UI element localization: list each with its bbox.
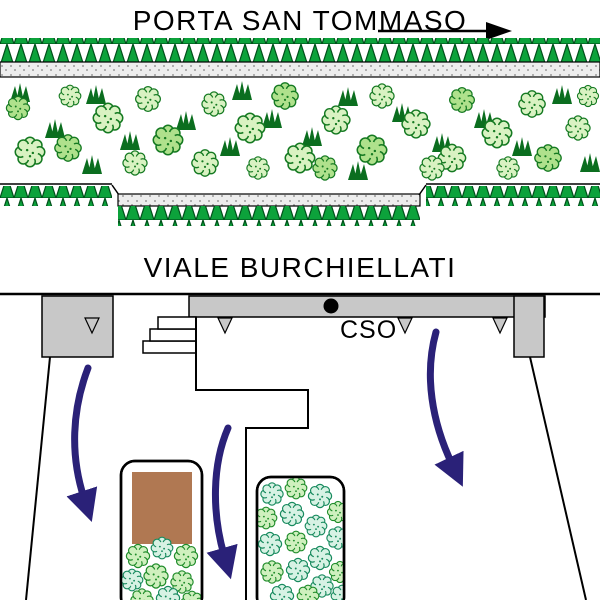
bush-icon	[307, 545, 333, 571]
grass-icon	[580, 153, 600, 172]
bush-icon	[134, 85, 162, 113]
bush-icon	[257, 531, 283, 557]
wall-right	[529, 356, 587, 600]
drain-channel	[195, 317, 309, 600]
planter-left	[119, 459, 204, 600]
curb-block-right	[513, 295, 545, 358]
bush-icon	[565, 115, 591, 141]
grass-icon	[232, 81, 252, 100]
grass-icon	[120, 131, 140, 150]
bush-icon	[234, 112, 266, 144]
cso-label: CSO	[340, 316, 397, 344]
bush-icon	[284, 477, 308, 500]
grass-icon	[302, 127, 322, 146]
bush-icon	[307, 483, 333, 509]
drain-spout-icon	[397, 317, 413, 335]
bush-icon	[150, 536, 174, 560]
bush-icon	[143, 563, 169, 589]
bush-icon	[246, 156, 270, 180]
bush-icon	[260, 482, 284, 506]
grass-icon	[176, 111, 196, 130]
bush-icon	[58, 84, 82, 108]
flow-arrow-left-icon	[66, 364, 98, 522]
flow-arrow-middle-icon	[206, 424, 238, 580]
wall-left	[25, 356, 51, 600]
bush-icon	[326, 500, 344, 524]
bush-icon	[5, 95, 31, 121]
drain-spout-icon	[84, 317, 100, 335]
stair-step	[142, 340, 197, 354]
bush-icon	[419, 155, 445, 181]
bush-icon	[312, 155, 338, 181]
bush-icon	[496, 156, 520, 180]
bush-icon	[534, 144, 562, 172]
grass-icon	[82, 155, 102, 174]
bush-icon	[191, 149, 219, 177]
bush-icon	[152, 124, 184, 156]
bush-icon	[284, 142, 316, 174]
planter-right	[255, 475, 346, 600]
bush-icon	[401, 109, 431, 139]
drain-spout-icon	[492, 317, 508, 335]
hedge-top-row	[0, 38, 600, 62]
bush-icon	[14, 136, 46, 168]
bush-icon	[518, 90, 546, 118]
bush-icon	[121, 568, 144, 592]
hedge-bottom-left	[0, 186, 112, 206]
bush-icon	[173, 543, 199, 569]
bush-icon	[54, 134, 82, 162]
bush-icon	[356, 134, 388, 166]
path-bottom-middle	[117, 193, 421, 207]
hedge-bottom-middle	[118, 206, 420, 226]
bush-icon	[576, 84, 600, 108]
bush-icon	[257, 506, 278, 530]
bush-icon	[122, 150, 148, 176]
bush-icon	[328, 560, 344, 584]
bush-icon	[271, 82, 299, 110]
bush-icon	[279, 501, 305, 527]
stair-step	[157, 316, 197, 330]
soil-block	[132, 472, 192, 544]
bush-icon	[326, 526, 344, 550]
grass-icon	[262, 109, 282, 128]
drain-spout-icon	[217, 317, 233, 335]
grass-icon	[348, 161, 368, 180]
grass-icon	[220, 137, 240, 156]
grass-icon	[45, 119, 65, 138]
grass-icon	[338, 87, 358, 106]
bush-icon	[92, 102, 124, 134]
path-connector-left	[111, 184, 120, 196]
path-top	[0, 61, 600, 78]
bush-icon	[369, 83, 395, 109]
path-connector-right	[418, 184, 427, 196]
bush-icon	[321, 105, 351, 135]
stairs	[142, 316, 197, 354]
bush-icon	[481, 117, 513, 149]
bush-icon	[448, 86, 476, 114]
bush-icon	[285, 557, 311, 583]
grass-icon	[512, 137, 532, 156]
cso-dot	[323, 298, 339, 314]
hedge-bottom-right	[426, 186, 600, 206]
drain-spouts	[84, 317, 508, 335]
grass-icon	[552, 85, 572, 104]
curb-block-left	[41, 295, 114, 358]
grass-icon	[86, 85, 106, 104]
bush-icon	[125, 543, 151, 569]
flow-arrow-right-icon	[426, 328, 464, 487]
bush-icon	[304, 514, 328, 538]
road-surface	[188, 295, 546, 318]
bush-icon	[201, 91, 227, 117]
bush-icon	[284, 530, 308, 554]
direction-arrow-icon	[378, 22, 512, 40]
stair-step	[149, 328, 197, 342]
bush-icon	[260, 560, 284, 584]
flow-arrows	[66, 328, 464, 580]
title-bottom-street: VIALE BURCHIELLATI	[144, 252, 457, 283]
